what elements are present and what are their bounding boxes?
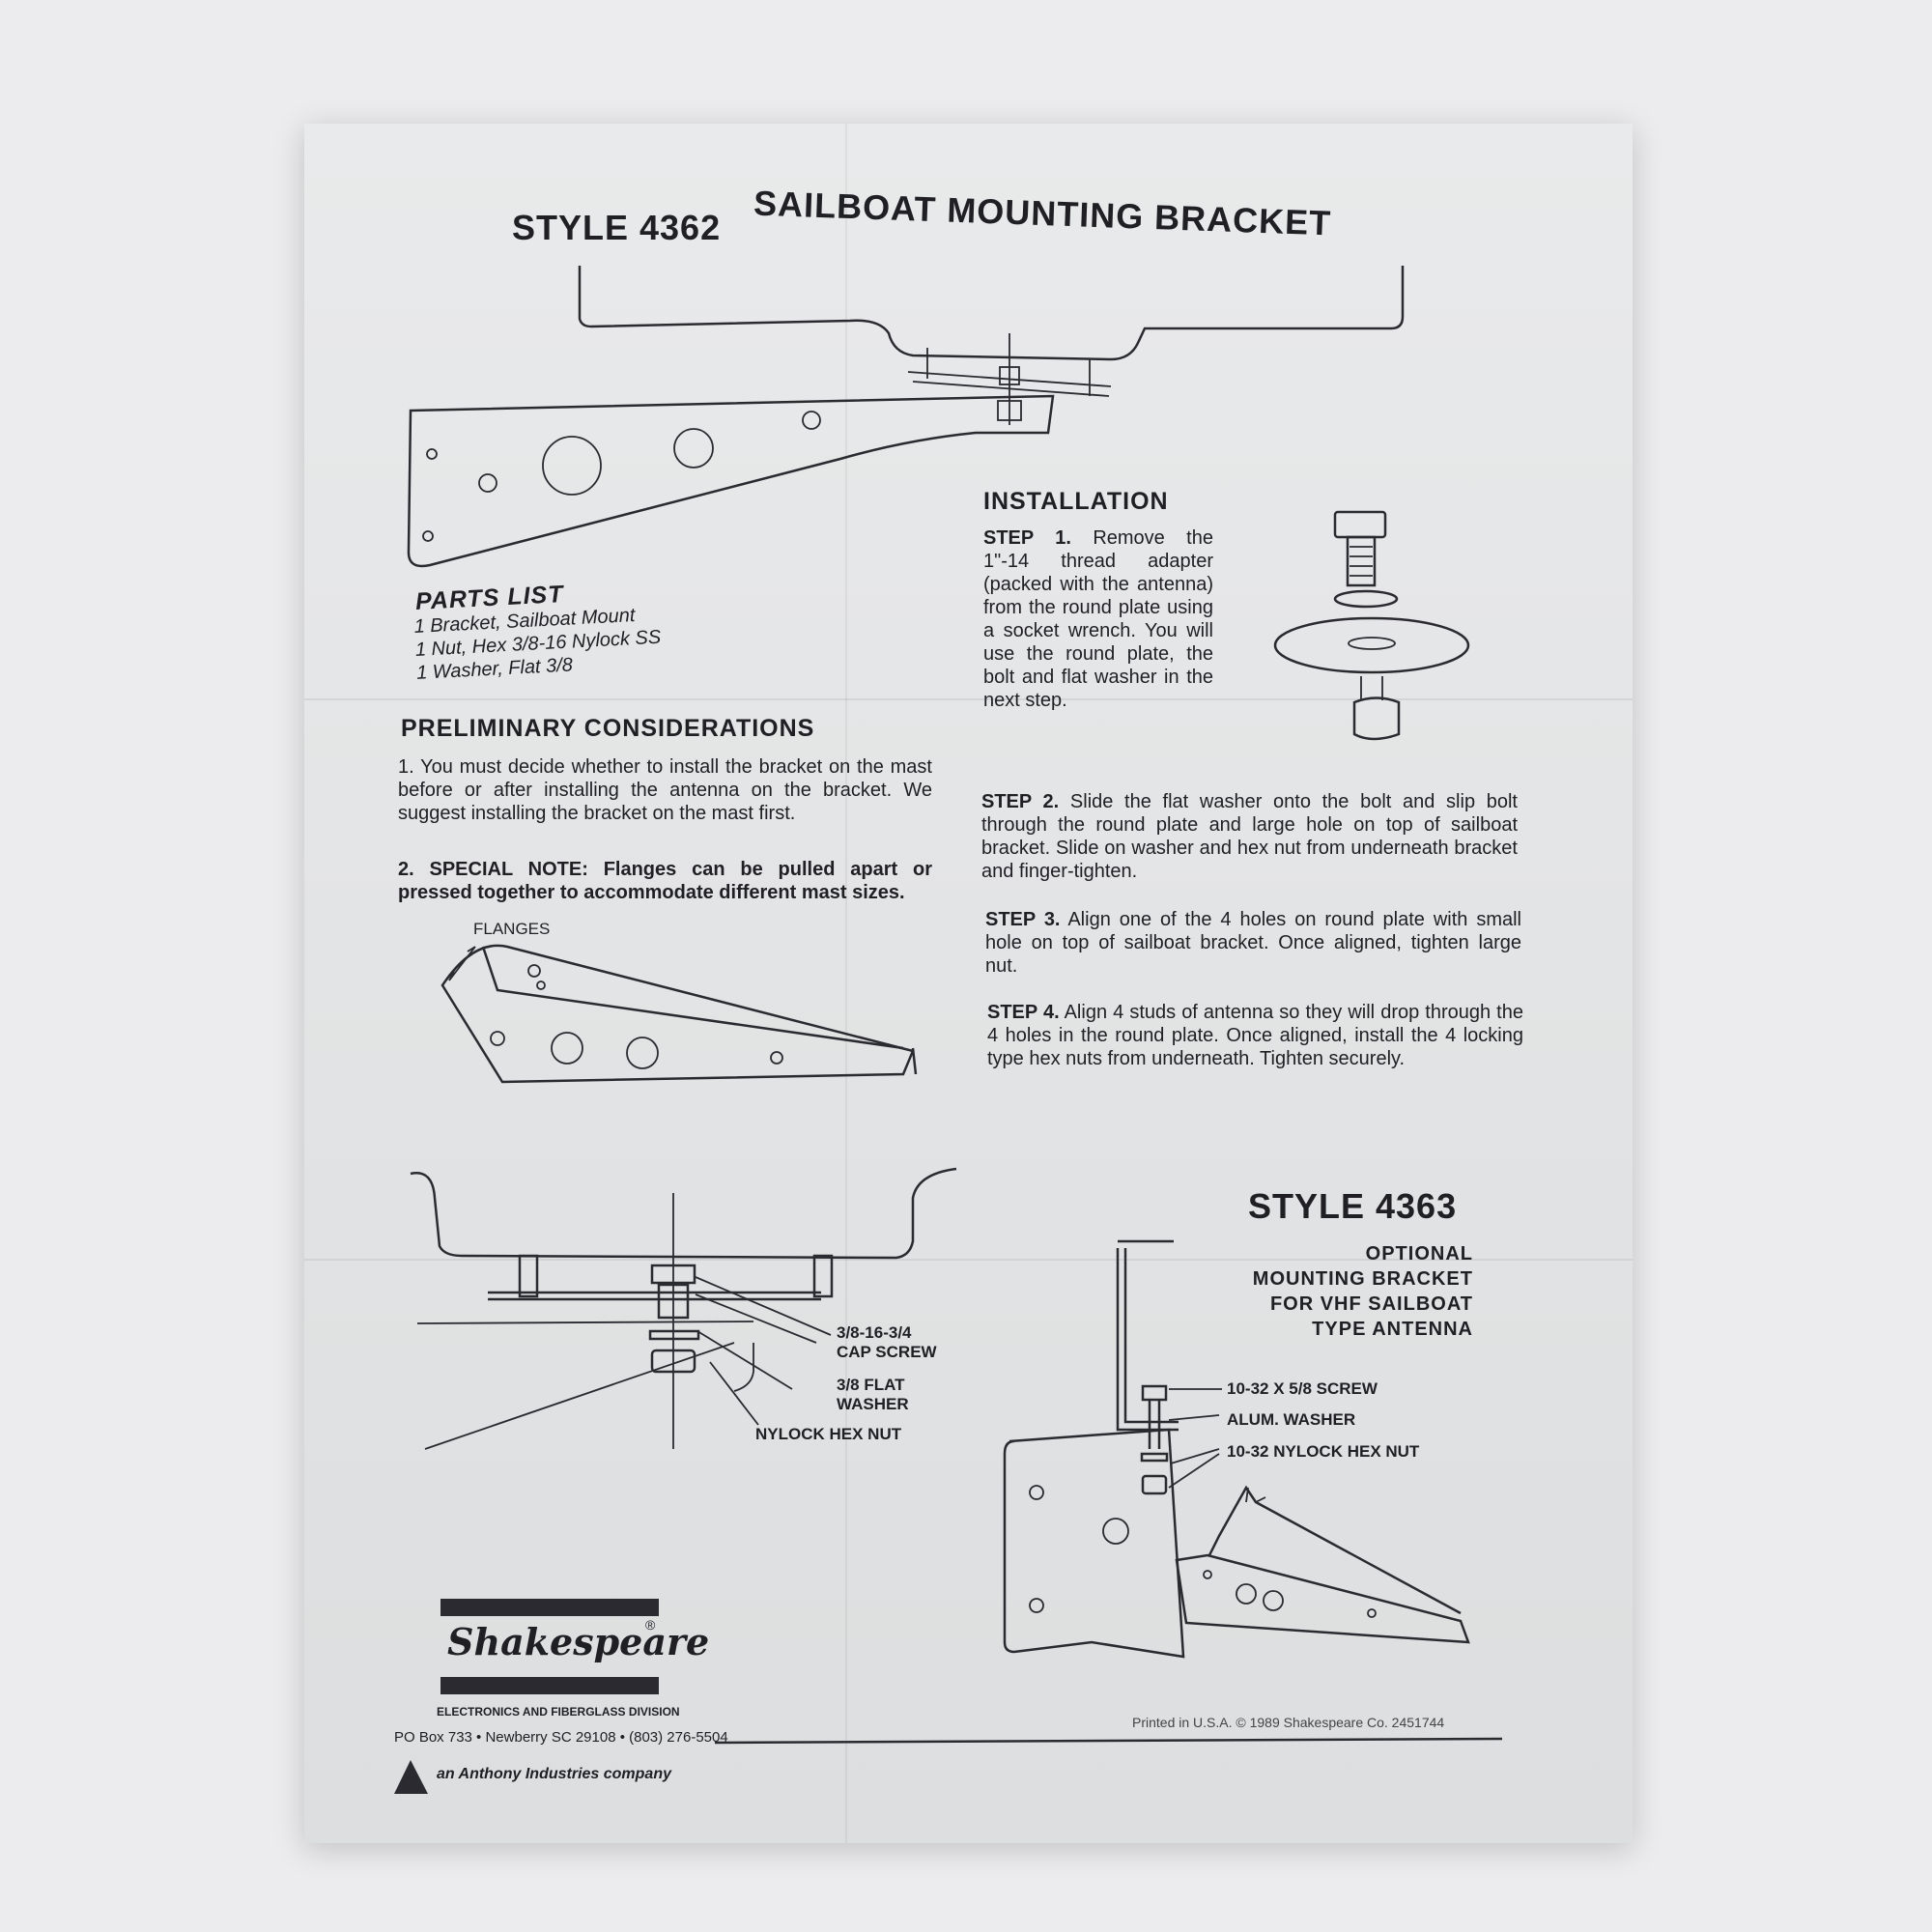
parts-list: 1 Bracket, Sailboat Mount 1 Nut, Hex 3/8… — [413, 603, 663, 685]
bracket-side-view — [407, 394, 1055, 568]
callout-cap-screw: 3/8-16-3/4 CAP SCREW — [837, 1323, 937, 1362]
shakespeare-logo: Shakespeare — [447, 1620, 710, 1663]
callout-flat-washer: 3/8 FLAT WASHER — [837, 1376, 909, 1414]
step-3-text: Align one of the 4 holes on round plate … — [985, 909, 1521, 977]
bracket-hole — [422, 530, 434, 542]
company-address: PO Box 733 • Newberry SC 29108 • (803) 2… — [394, 1729, 728, 1746]
title-style-number: STYLE 4362 — [512, 208, 722, 247]
flanges-label: FLANGES — [473, 920, 551, 938]
preliminary-special-note: 2. SPECIAL NOTE: Flanges can be pulled a… — [398, 859, 932, 903]
mast-profile-top — [578, 266, 1405, 361]
installation-heading: INSTALLATION — [983, 488, 1169, 515]
step1-exploded-view — [1273, 510, 1470, 741]
step-1-label: STEP 1. — [983, 527, 1071, 549]
style-4363-drawing — [1003, 1239, 1470, 1659]
callout-washer-size: 3/8 FLAT — [837, 1376, 905, 1394]
style-4363-title: STYLE 4363 — [1248, 1186, 1458, 1226]
step-1: STEP 1. Remove the 1"-14 thread adapter … — [983, 526, 1213, 712]
fold-line — [304, 1259, 1633, 1261]
callout-cap-screw-size: 3/8-16-3/4 — [837, 1323, 912, 1342]
bracket-hole — [478, 473, 497, 493]
bracket-hole — [673, 428, 714, 469]
hex-nut — [997, 400, 1022, 421]
bracket-hole — [802, 411, 821, 430]
logo-bar-top — [440, 1599, 659, 1616]
step-2-label: STEP 2. — [981, 791, 1060, 812]
step-3: STEP 3. Align one of the 4 holes on roun… — [985, 908, 1521, 978]
preliminary-heading: PRELIMINARY CONSIDERATIONS — [401, 715, 815, 742]
parent-company: an Anthony Industries company — [437, 1766, 671, 1782]
mount-plate — [907, 333, 1112, 425]
style-4363-line: MOUNTING BRACKET — [1252, 1268, 1473, 1290]
step-2: STEP 2. Slide the flat washer onto the b… — [981, 790, 1518, 883]
bracket-hole — [426, 448, 438, 460]
callout-cap-screw-name: CAP SCREW — [837, 1343, 937, 1361]
print-info: Printed in U.S.A. © 1989 Shakespeare Co.… — [1132, 1715, 1445, 1730]
step-1-text: Remove the 1"-14 thread adapter (packed … — [983, 527, 1213, 711]
callout-alum-washer: ALUM. WASHER — [1227, 1410, 1356, 1429]
callout-washer-name: WASHER — [837, 1395, 909, 1413]
division-name: ELECTRONICS AND FIBERGLASS DIVISION — [437, 1705, 680, 1719]
step-4: STEP 4. Align 4 studs of antenna so they… — [987, 1001, 1523, 1070]
style-4363-line: TYPE ANTENNA — [1312, 1319, 1473, 1340]
footer-rule — [714, 1737, 1503, 1745]
fold-line — [304, 698, 1633, 700]
style-4363-description: OPTIONAL MOUNTING BRACKET FOR VHF SAILBO… — [1198, 1241, 1473, 1342]
callout-nylock-nut: NYLOCK HEX NUT — [755, 1425, 902, 1443]
bracket-hole — [542, 436, 602, 496]
callout-10-32-screw: 10-32 X 5/8 SCREW — [1227, 1379, 1378, 1398]
style-4363-line: FOR VHF SAILBOAT — [1269, 1293, 1473, 1315]
step-4-label: STEP 4. — [987, 1002, 1060, 1023]
fold-line — [845, 124, 847, 1843]
flanges-bracket-drawing — [440, 944, 918, 1084]
step-3-label: STEP 3. — [985, 909, 1061, 930]
step-4-text: Align 4 studs of antenna so they will dr… — [987, 1002, 1523, 1069]
bolt-head — [999, 366, 1020, 385]
registered-mark: ® — [645, 1617, 656, 1633]
style-4363-line: OPTIONAL — [1365, 1243, 1473, 1264]
callout-nylock-hex-nut: 10-32 NYLOCK HEX NUT — [1227, 1442, 1420, 1461]
instruction-sheet — [304, 124, 1633, 1843]
anthony-logo — [394, 1760, 428, 1794]
step-2-text: Slide the flat washer onto the bolt and … — [981, 791, 1518, 882]
mast-assembly-drawing — [410, 1167, 957, 1450]
logo-bar-bottom — [440, 1677, 659, 1694]
preliminary-item-1: 1. You must decide whether to install th… — [398, 756, 932, 824]
